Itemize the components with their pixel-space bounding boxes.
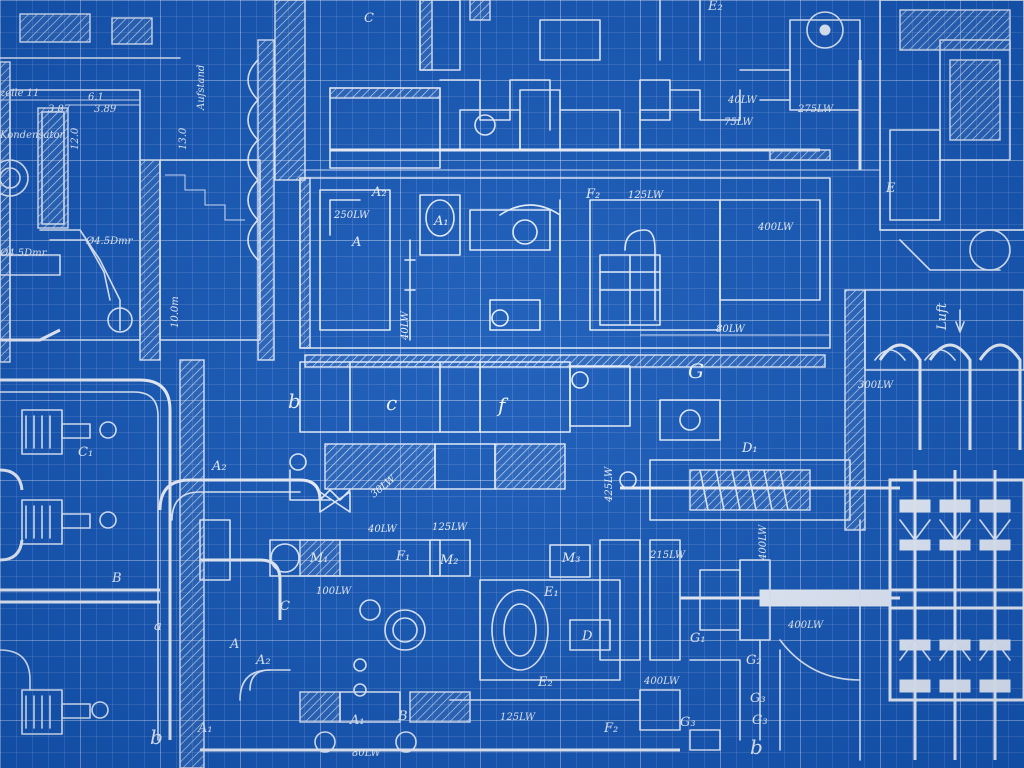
label-E2-top: E₂ bbox=[707, 0, 723, 14]
label-A2-low: A₂ bbox=[211, 459, 227, 474]
turbine-section bbox=[844, 289, 1024, 760]
label-40lw-vert: 40LW bbox=[400, 311, 411, 341]
label-A1-mid: A₁ bbox=[433, 214, 449, 229]
label-kondensator: Kondensator bbox=[0, 130, 66, 141]
top-right-motor bbox=[858, 0, 1024, 271]
label-F2: F₂ bbox=[585, 187, 600, 202]
label-C-low: C bbox=[280, 599, 290, 614]
label-A2-bottom: A₂ bbox=[255, 653, 271, 668]
turbine-rotor bbox=[888, 470, 1024, 760]
label-dim-387: 3.87 bbox=[48, 104, 71, 115]
label-425lw: 425LW bbox=[604, 466, 615, 503]
central-room bbox=[299, 177, 831, 349]
label-c-mid: c bbox=[386, 391, 397, 415]
label-dmr: Ø4.5Dmr bbox=[85, 236, 134, 247]
label-125lw-low: 125LW bbox=[432, 522, 468, 533]
top-center-machinery bbox=[274, 0, 880, 181]
shaft-assembly bbox=[619, 399, 900, 761]
label-250lw: 250LW bbox=[333, 210, 370, 221]
label-M2: M₂ bbox=[439, 553, 459, 568]
label-C: C bbox=[364, 11, 374, 26]
label-10m: 10.0m bbox=[170, 296, 181, 328]
label-100lw: 100LW bbox=[316, 586, 352, 597]
label-300lw: 300LW bbox=[858, 380, 894, 391]
label-400lw-low: 400LW bbox=[643, 676, 680, 687]
label-b-bottom: b bbox=[750, 735, 763, 759]
label-b-left: b bbox=[150, 725, 163, 749]
label-a-left: a bbox=[154, 619, 162, 634]
pump-3 bbox=[21, 689, 109, 735]
label-dim-61: 6.1 bbox=[88, 92, 104, 103]
label-40lw-top: 40LW bbox=[727, 95, 757, 106]
label-dim-389: 3.89 bbox=[94, 104, 117, 115]
label-D1: D₁ bbox=[741, 441, 758, 456]
label-G: G bbox=[688, 359, 704, 383]
label-E1: E₁ bbox=[543, 585, 559, 600]
label-M1: M₁ bbox=[309, 551, 329, 566]
label-400lw-bottom: 400LW bbox=[787, 620, 824, 631]
label-13: 13.0 bbox=[178, 127, 189, 150]
label-B-bottom: B bbox=[397, 709, 408, 724]
label-b-mid: b bbox=[288, 389, 301, 413]
label-D: D bbox=[581, 629, 593, 644]
pump-1 bbox=[21, 409, 117, 455]
label-125lw-top: 125LW bbox=[628, 190, 664, 201]
label-G-small: G₃ bbox=[750, 691, 766, 706]
label-F1: F₁ bbox=[395, 549, 410, 564]
label-f-mid: f bbox=[496, 393, 509, 417]
label-80lw-bottom: 80LW bbox=[352, 748, 381, 759]
label-125lw-bottom: 125LW bbox=[500, 712, 536, 723]
label-B-left: B bbox=[111, 571, 122, 586]
label-400lw-vert: 400LW bbox=[758, 524, 769, 561]
label-G2: G₂ bbox=[746, 653, 762, 668]
annotations: Kondensator zeile 11 3.87 3.89 6.1 12.0 … bbox=[0, 0, 950, 759]
label-C1: C₁ bbox=[78, 445, 93, 460]
label-A-low: A bbox=[229, 637, 239, 652]
label-dmr-2: Ø4.5Dmr bbox=[0, 248, 48, 259]
label-80lw: 80LW bbox=[716, 324, 745, 335]
stair-shaft bbox=[139, 39, 275, 768]
label-M3: M₃ bbox=[561, 551, 581, 566]
label-A1-bottom: A₁ bbox=[197, 721, 213, 736]
label-zeile11: zeile 11 bbox=[0, 88, 39, 99]
label-215lw: 215LW bbox=[649, 550, 686, 561]
label-A-mid: A bbox=[351, 235, 361, 250]
label-aufstand: Aufstand bbox=[196, 65, 207, 111]
label-G3: G₃ bbox=[680, 715, 696, 730]
label-275lw: 275LW bbox=[797, 104, 834, 115]
bottom-center-machinery bbox=[158, 453, 781, 753]
pump-units-left bbox=[0, 378, 172, 741]
label-400lw-mid: 400LW bbox=[757, 222, 794, 233]
label-40lw-low: 40LW bbox=[367, 524, 397, 535]
condenser-room bbox=[0, 13, 181, 363]
label-A1-b2: A₁ bbox=[349, 713, 365, 728]
label-E2-low: E₂ bbox=[537, 675, 553, 690]
label-G1: G₁ bbox=[690, 631, 706, 646]
label-luft: Luft bbox=[935, 302, 950, 331]
label-G3b: G₃ bbox=[752, 713, 768, 728]
pump-2 bbox=[21, 499, 117, 545]
label-F2-bottom: F₂ bbox=[603, 721, 618, 736]
label-A2-mid: A₂ bbox=[371, 185, 387, 200]
label-E-right: E bbox=[885, 181, 896, 196]
tanks-strip bbox=[299, 354, 826, 490]
label-75lw: 75LW bbox=[724, 117, 753, 128]
label-dim-120: 12.0 bbox=[70, 127, 81, 150]
